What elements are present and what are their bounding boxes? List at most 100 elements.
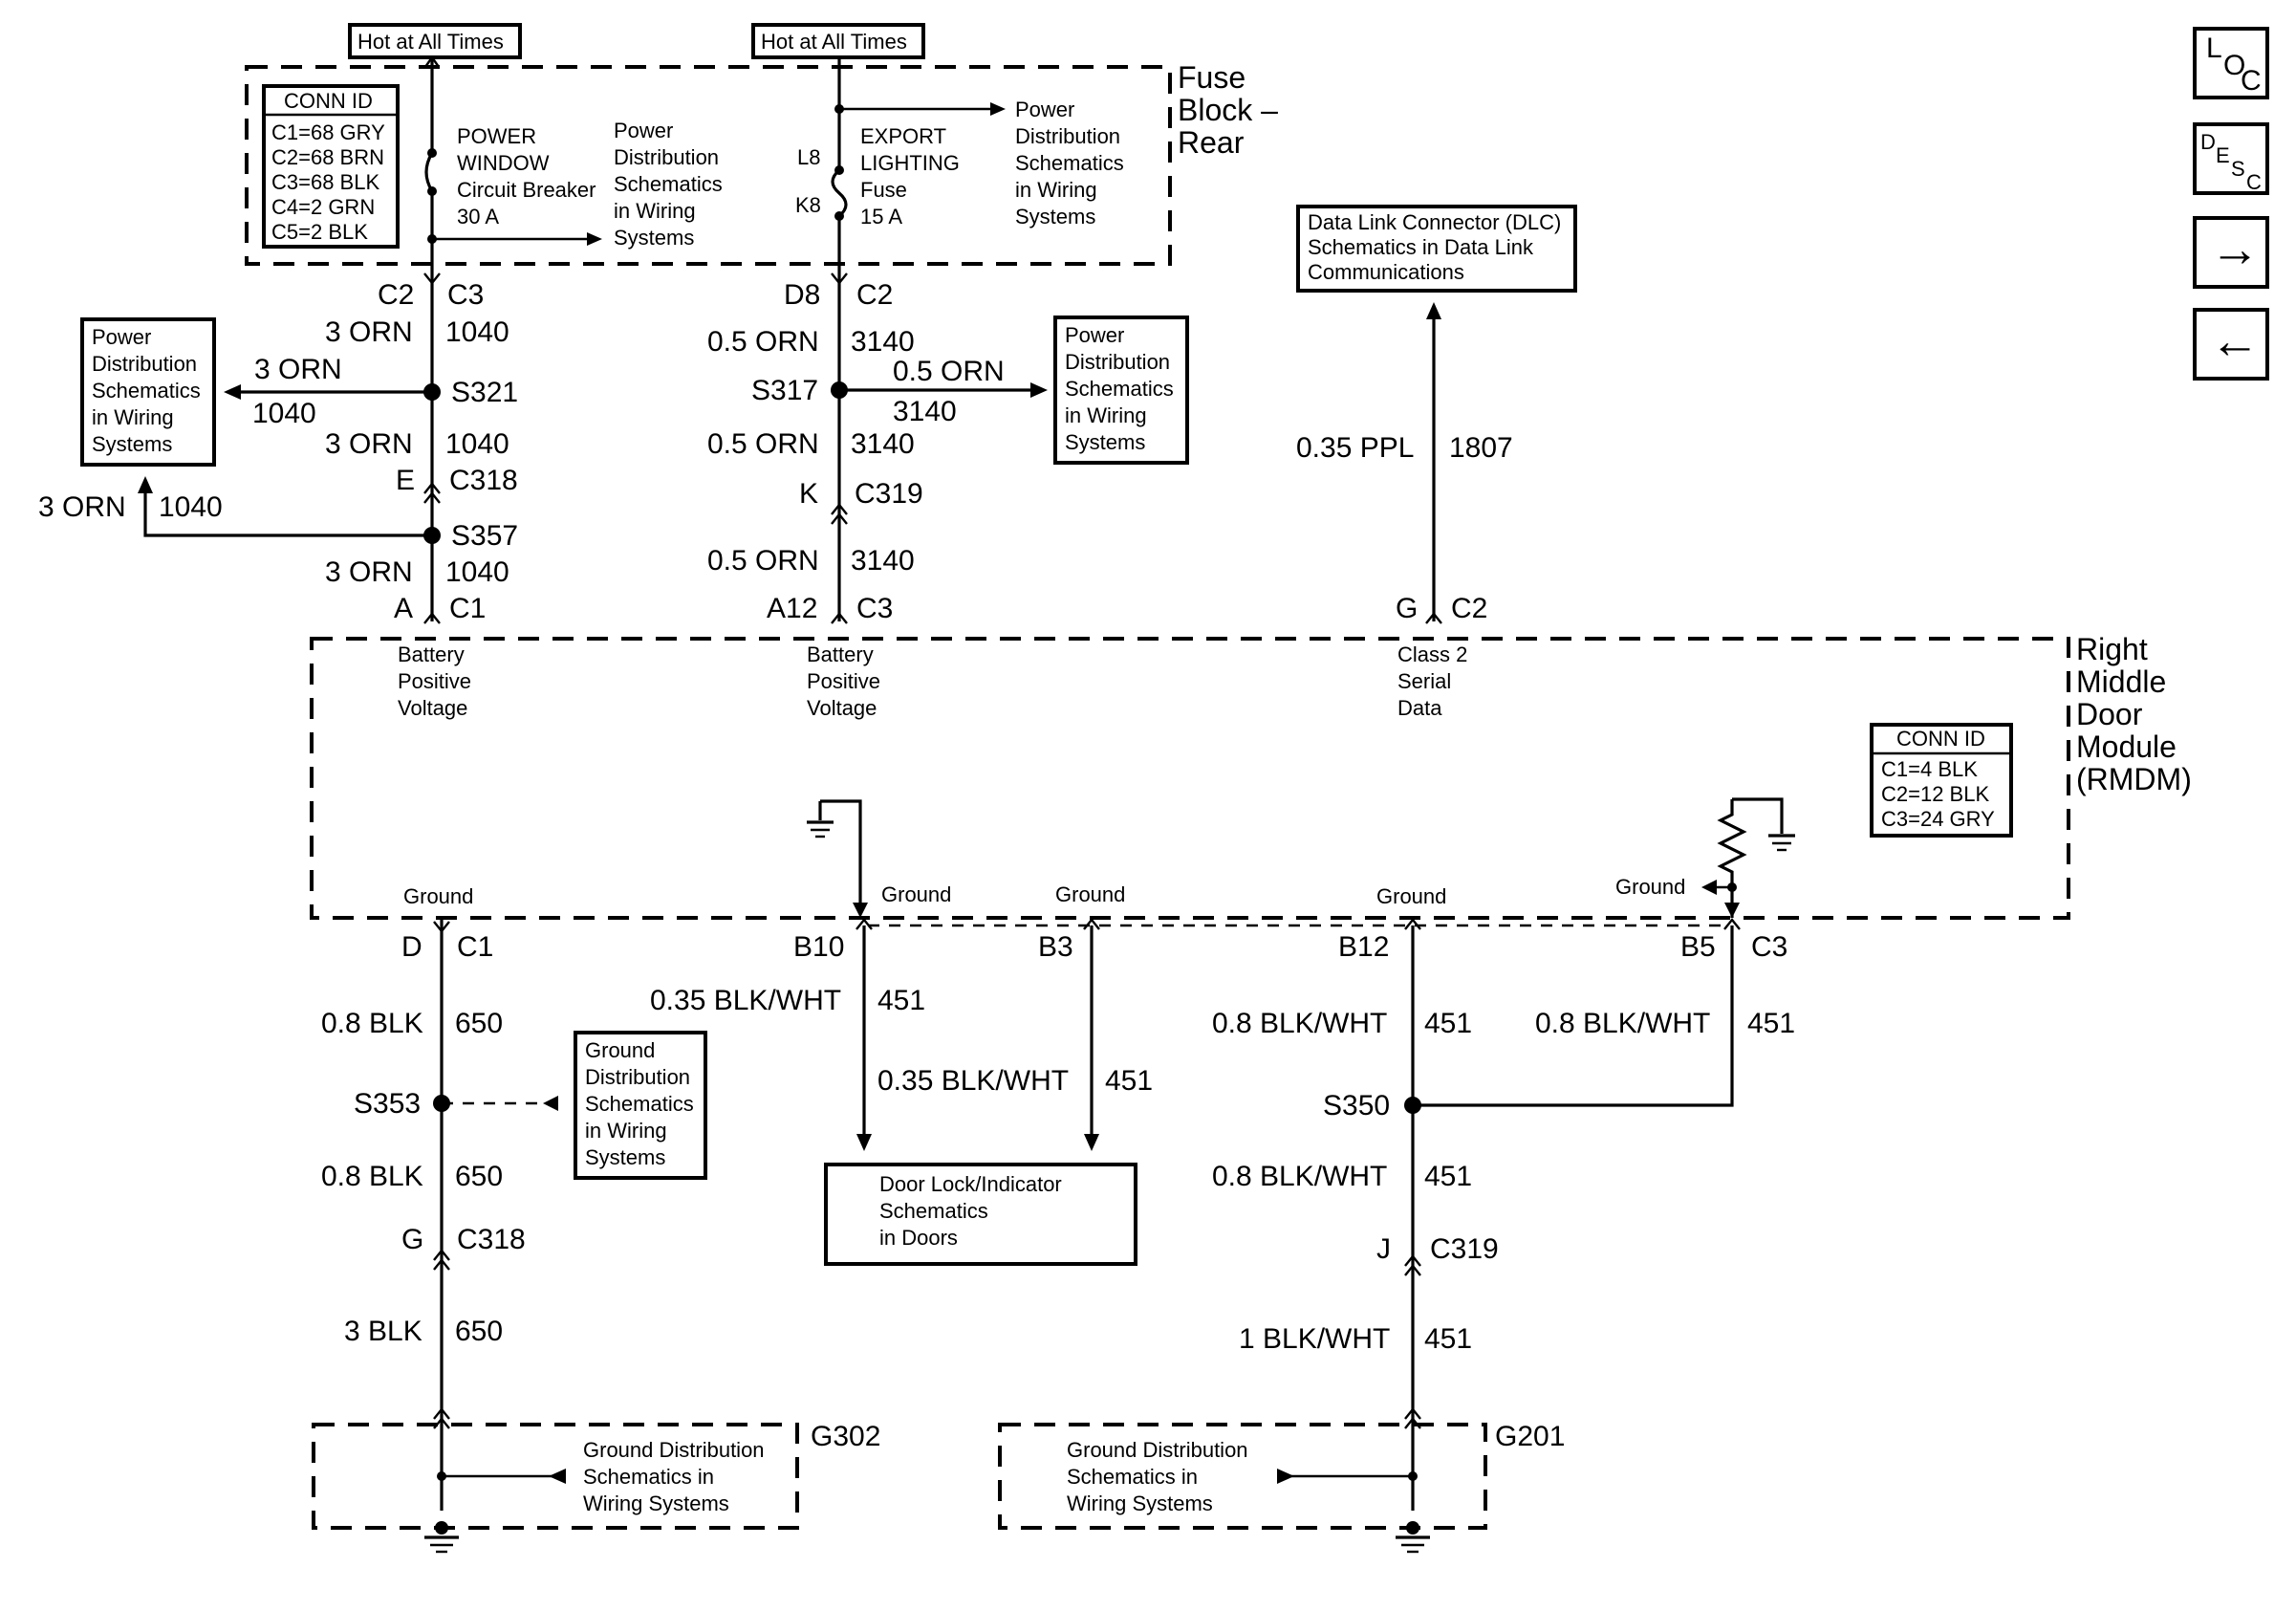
ground-label: Ground [1615, 875, 1685, 899]
svg-text:Systems: Systems [1015, 205, 1095, 229]
svg-text:EXPORT: EXPORT [860, 124, 946, 148]
svg-text:Circuit Breaker: Circuit Breaker [457, 178, 596, 202]
wire-number: 451 [1747, 1008, 1795, 1039]
connector-pin: B5 [1680, 931, 1716, 963]
svg-text:Hot at All Times: Hot at All Times [357, 30, 504, 54]
splice-s350 [1404, 1097, 1421, 1114]
wire-451-b5 [1413, 925, 1734, 1107]
wire-gauge: 0.8 BLK/WHT [1212, 1161, 1387, 1192]
connector-pin: B3 [1038, 931, 1073, 963]
desc-button[interactable]: D E S C [2193, 122, 2269, 195]
svg-text:Distribution: Distribution [92, 352, 197, 376]
wire-number: 1040 [445, 428, 509, 460]
wire-gauge: 0.5 ORN [707, 428, 819, 460]
wire-gauge: 0.5 ORN [893, 356, 1005, 387]
svg-text:C4=2 GRN: C4=2 GRN [271, 195, 375, 219]
wire-number: 451 [1105, 1065, 1153, 1097]
svg-text:Power: Power [1015, 98, 1074, 121]
class2-serial-data: Class 2 Serial Data [1397, 642, 1467, 720]
svg-text:Fuse: Fuse [860, 178, 907, 202]
connector-pin: B10 [793, 931, 844, 963]
door-lock-reference-box: Door Lock/Indicator Schematics in Doors [824, 1163, 1137, 1266]
svg-text:WINDOW: WINDOW [457, 151, 550, 175]
wire-gauge: 0.5 ORN [707, 326, 819, 358]
svg-text:POWER: POWER [457, 124, 536, 148]
svg-text:C: C [2241, 65, 2262, 97]
ground-g201-boundary [998, 1423, 1487, 1530]
connector-pin: G [1396, 593, 1418, 624]
svg-text:C5=2 BLK: C5=2 BLK [271, 220, 368, 244]
svg-text:C3=24 GRY: C3=24 GRY [1881, 807, 1995, 831]
connector-pin: E [396, 465, 415, 496]
ground-symbol-internal-right [1701, 797, 1795, 918]
conn-c2-label: C2 [856, 279, 893, 311]
svg-text:Schematics: Schematics [614, 172, 723, 196]
conn-c3-label: C3 [447, 279, 484, 311]
wire-gauge: 0.8 BLK/WHT [1535, 1008, 1710, 1039]
svg-text:CONN ID: CONN ID [1896, 727, 1985, 751]
svg-text:Battery: Battery [398, 642, 465, 666]
battery-positive-voltage-1: Battery Positive Voltage [398, 642, 471, 720]
ground-symbol-internal-mid [807, 799, 868, 918]
ground-g302-label: G302 [811, 1421, 880, 1452]
wire-number: 451 [1424, 1323, 1472, 1355]
connector-c1-label: C1 [449, 593, 486, 624]
circuit-breaker-symbol [424, 152, 434, 192]
svg-text:in Wiring: in Wiring [1015, 178, 1097, 202]
connector-pin: K [799, 478, 818, 510]
back-button[interactable]: ← [2193, 308, 2269, 381]
svg-text:Systems: Systems [585, 1145, 665, 1169]
svg-text:Voltage: Voltage [398, 696, 467, 720]
wire-number: 1040 [445, 316, 509, 348]
ground-distribution-box-left: Ground Distribution Schematics in Wiring… [574, 1031, 707, 1180]
ground-label: Ground [403, 884, 473, 908]
wire-gauge: 0.5 ORN [707, 545, 819, 577]
connector-pin: B12 [1338, 931, 1389, 963]
fuse-block-conn-id-box: CONN ID C1=68 GRY C2=68 BRN C3=68 BLK C4… [262, 84, 400, 249]
connector-c319-label: C319 [855, 478, 923, 510]
wire-gauge: 3 ORN [325, 316, 413, 348]
power-distribution-ref-left: Power Distribution Schematics in Wiring … [614, 119, 723, 250]
svg-text:CONN ID: CONN ID [284, 89, 373, 113]
svg-text:Positive: Positive [807, 669, 880, 693]
wire-number: 1040 [252, 398, 316, 429]
svg-text:Ground Distribution: Ground Distribution [1067, 1438, 1248, 1462]
svg-text:Power: Power [1065, 323, 1124, 347]
svg-text:Class 2: Class 2 [1397, 642, 1467, 666]
svg-text:Schematics: Schematics [879, 1199, 988, 1223]
wire-gauge: 3 ORN [325, 556, 413, 588]
svg-text:C3=68 BLK: C3=68 BLK [271, 170, 379, 194]
svg-text:Systems: Systems [92, 432, 172, 456]
wire-gauge: 3 ORN [325, 428, 413, 460]
svg-text:Block –: Block – [1178, 93, 1278, 127]
svg-text:LIGHTING: LIGHTING [860, 151, 960, 175]
forward-button[interactable]: → [2193, 216, 2269, 289]
svg-text:E: E [2216, 143, 2230, 167]
svg-text:Middle: Middle [2076, 664, 2166, 699]
svg-text:in Wiring: in Wiring [614, 199, 696, 223]
svg-text:Wiring Systems: Wiring Systems [583, 1491, 729, 1515]
wire-gauge: 0.35 BLK/WHT [877, 1065, 1069, 1097]
export-lighting-fuse-symbol [831, 168, 848, 218]
svg-text:(RMDM): (RMDM) [2076, 762, 2192, 796]
svg-text:Systems: Systems [1065, 430, 1145, 454]
fuse-block-boundary [245, 65, 1172, 266]
svg-text:Schematics: Schematics [585, 1092, 694, 1116]
svg-text:Power: Power [92, 325, 151, 349]
svg-text:L: L [2206, 33, 2222, 64]
wire-number: 451 [1424, 1008, 1472, 1039]
export-lighting-fuse-label: EXPORT LIGHTING Fuse 15 A [860, 124, 960, 229]
svg-text:Rear: Rear [1178, 125, 1245, 160]
wire-gauge: 0.8 BLK/WHT [1212, 1008, 1387, 1039]
splice-s357-label: S357 [451, 520, 518, 552]
dlc-reference-box: Data Link Connector (DLC) Schematics in … [1296, 205, 1577, 293]
svg-text:Schematics in: Schematics in [1067, 1465, 1198, 1489]
battery-positive-voltage-2: Battery Positive Voltage [807, 642, 880, 720]
wire-gauge: 0.8 BLK [321, 1161, 423, 1192]
svg-text:in Wiring: in Wiring [585, 1119, 667, 1143]
wire-gauge: 0.35 PPL [1296, 432, 1414, 464]
loc-button[interactable]: L O C [2193, 27, 2269, 99]
forward-arrow-icon: → [2210, 222, 2260, 277]
wire-gauge: 3 BLK [344, 1316, 422, 1347]
